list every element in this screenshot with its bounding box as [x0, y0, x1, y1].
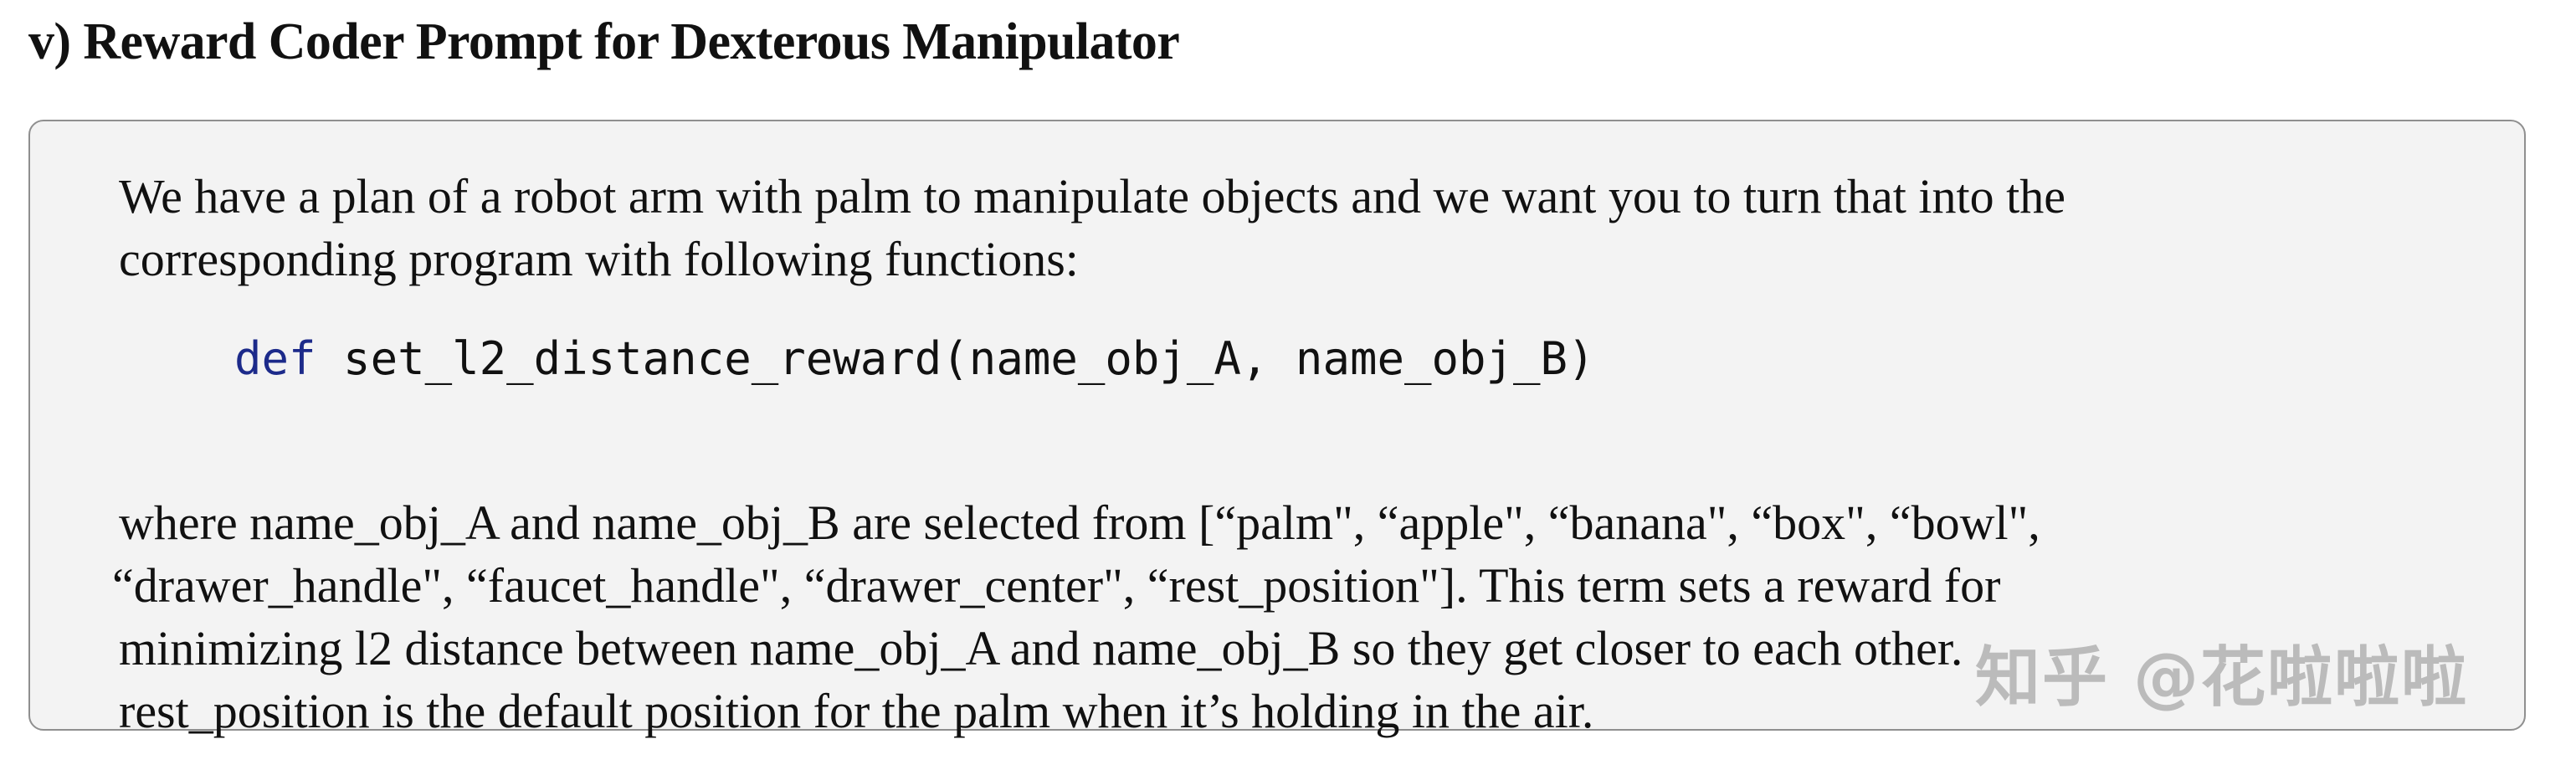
- intro-paragraph: We have a plan of a robot arm with palm …: [119, 165, 2065, 290]
- intro-line-1: We have a plan of a robot arm with palm …: [119, 169, 2065, 223]
- prompt-box: We have a plan of a robot arm with palm …: [28, 120, 2526, 738]
- section-heading: v) Reward Coder Prompt for Dexterous Man…: [28, 13, 1180, 70]
- function-signature: def set_l2_distance_reward(name_obj_A, n…: [234, 329, 1595, 389]
- description-line-2: “drawer_handle", “faucet_handle", “drawe…: [112, 558, 2001, 613]
- description-line-3: minimizing l2 distance between name_obj_…: [119, 621, 1963, 675]
- description-paragraph: where name_obj_A and name_obj_B are sele…: [112, 491, 2040, 742]
- watermark: 知乎 @花啦啦啦: [1975, 640, 2469, 716]
- code-keyword: def: [234, 332, 316, 385]
- description-line-4: rest_position is the default position fo…: [119, 684, 1594, 738]
- intro-line-2: corresponding program with following fun…: [119, 232, 1079, 286]
- description-line-1: where name_obj_A and name_obj_B are sele…: [119, 495, 2040, 550]
- code-signature: set_l2_distance_reward(name_obj_A, name_…: [316, 332, 1595, 385]
